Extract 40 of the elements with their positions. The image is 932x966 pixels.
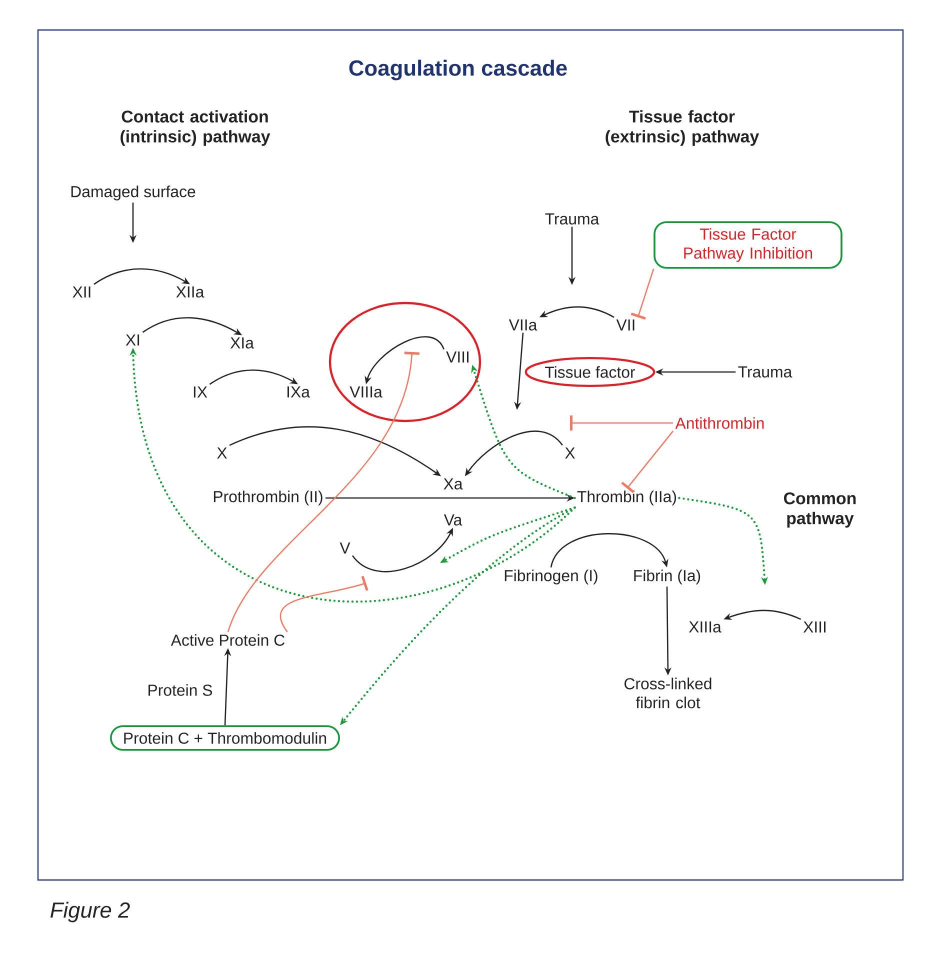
rounded-box: Protein C + Thrombomodulin [110,725,340,751]
factor-label: VIIIa [350,386,382,398]
factor-label: Trauma [545,213,600,225]
figure-label: Figure 2 [50,902,130,922]
factor-label: Prothrombin (II) [214,490,322,506]
factor-label: Fibrin (Ia) [634,570,700,584]
factor-label: Va [444,514,462,526]
factor-label: VII [616,320,634,330]
factor-label: XIIIa [688,621,722,633]
factor-label: VIII [446,352,468,362]
factor-label: V [340,542,350,554]
factor-label: XI [126,334,140,346]
rounded-box: Tissue Factor Pathway Inhibition [654,221,842,269]
section-heading: Tissue factor (extrinsic) pathway [606,110,760,146]
factor-label: XII [72,286,90,298]
factor-label: Thrombin (IIa) [577,490,676,506]
factor-label: X [217,448,227,458]
circled-label: Tissue factor [524,356,656,388]
factor-label: IXa [288,386,310,398]
factor-label: VIIa [508,319,538,331]
factor-label: Fibrinogen (I) [504,570,598,584]
factor-label: X [565,448,575,458]
edge-label: Protein S [148,684,212,696]
factor-label: Xa [444,478,463,490]
factor-label: Trauma [738,366,792,378]
inhibitor-label: Antithrombin [675,417,764,429]
ring-outline [328,302,482,422]
factor-label: XIIa [176,286,204,298]
factor-label: Damaged surface [71,186,196,200]
inhibition-line [227,352,420,632]
arrow [550,533,668,568]
inhibition-line [570,416,674,430]
factor-label: IX [194,386,208,398]
section-heading: Contact activation (intrinsic) pathway [120,110,270,146]
factor-label: XIa [230,337,254,349]
title: Coagulation cascade [349,60,567,80]
section-heading: Common pathway [784,492,856,528]
factor-label: Cross-linked fibrin clot [624,678,712,708]
factor-label: XIII [803,622,826,632]
factor-label: Active Protein C [170,634,285,646]
